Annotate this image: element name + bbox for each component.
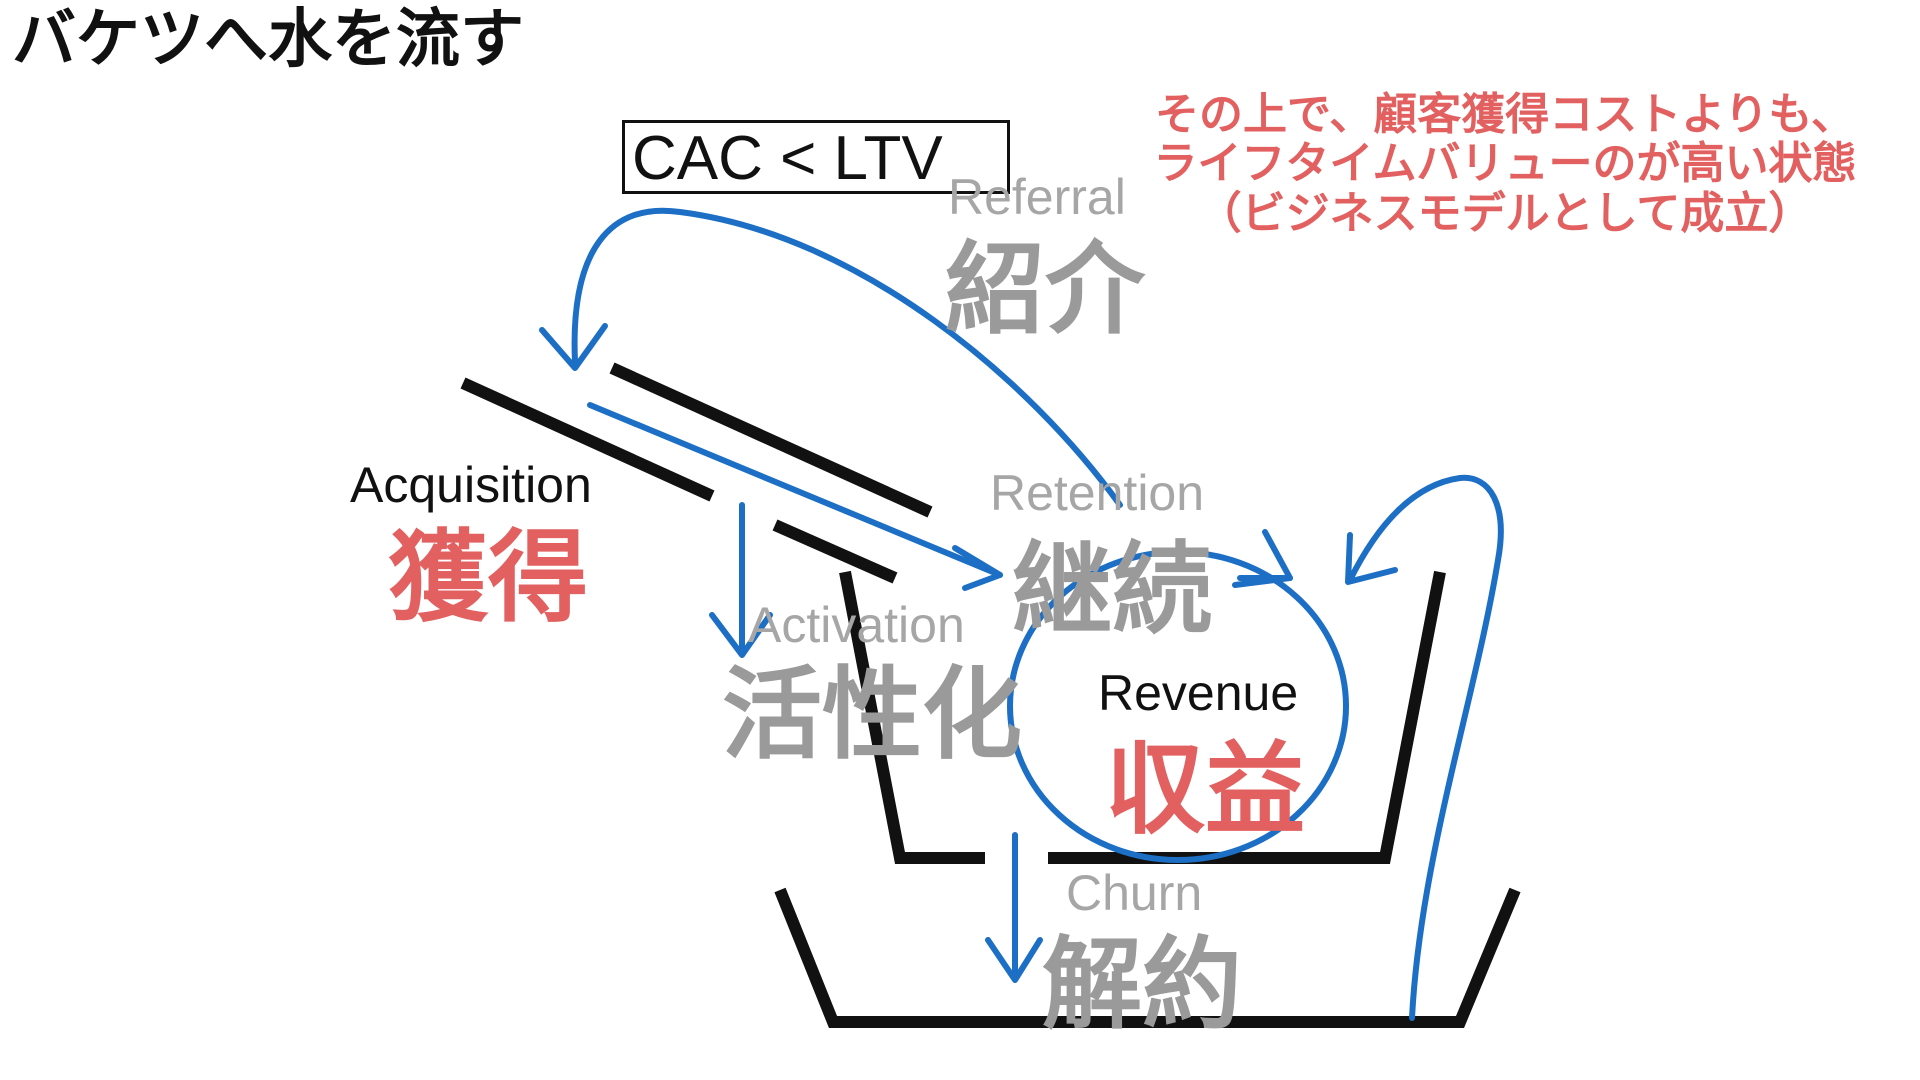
retention-arrow-head: [1232, 529, 1293, 588]
cac-ltv-formula: CAC < LTV: [632, 124, 943, 193]
inner-bucket-left: [839, 570, 985, 864]
acquisition-pipe-lower-end: [772, 519, 898, 584]
acquisition-pipe-upper: [609, 362, 933, 518]
retention-label-jp: 継続: [1012, 531, 1212, 648]
activation-label-en: Activation: [748, 597, 965, 653]
revenue-label-jp: 収益: [1105, 731, 1305, 848]
recycle-arrow: [1347, 474, 1504, 1021]
referral-label-en: Referral: [948, 169, 1126, 225]
acquisition-flow-arrow-head: [952, 545, 1003, 591]
retention-label-en: Retention: [990, 465, 1205, 521]
outer-bucket: [774, 887, 1521, 1028]
churn-label-en: Churn: [1066, 865, 1203, 921]
referral-arrow-head: [539, 323, 608, 371]
business-model-note: その上で、顧客獲得コストよりも、 ライフタイムバリューのが高い状態 （ビジネスモ…: [1080, 90, 1920, 238]
churn-arrow-head: [985, 937, 1043, 983]
revenue-label-en: Revenue: [1098, 665, 1299, 721]
activation-label-jp: 活性化: [722, 656, 1022, 773]
revenue-circle: [1007, 549, 1349, 863]
slide-title: バケツへ水を流す: [12, 3, 524, 77]
acquisition-label-en: Acquisition: [350, 457, 592, 513]
churn-label-jp: 解約: [1042, 926, 1242, 1043]
referral-label-jp: 紹介: [945, 231, 1145, 348]
note-line: （ビジネスモデルとして成立）: [1197, 187, 1813, 239]
note-line: その上で、顧客獲得コストよりも、: [1154, 89, 1856, 140]
acquisition-label-jp: 獲得: [388, 519, 588, 636]
recycle-arrow-head: [1345, 532, 1398, 585]
acquisition-flow-arrow: [587, 402, 1003, 578]
acquisition-pipe-lower: [460, 377, 715, 502]
formula-box: [622, 120, 1010, 194]
activation-arrow-head: [709, 612, 773, 658]
note-line: ライフタイムバリューのが高い状態: [1153, 138, 1857, 190]
referral-arrow: [571, 207, 1123, 508]
